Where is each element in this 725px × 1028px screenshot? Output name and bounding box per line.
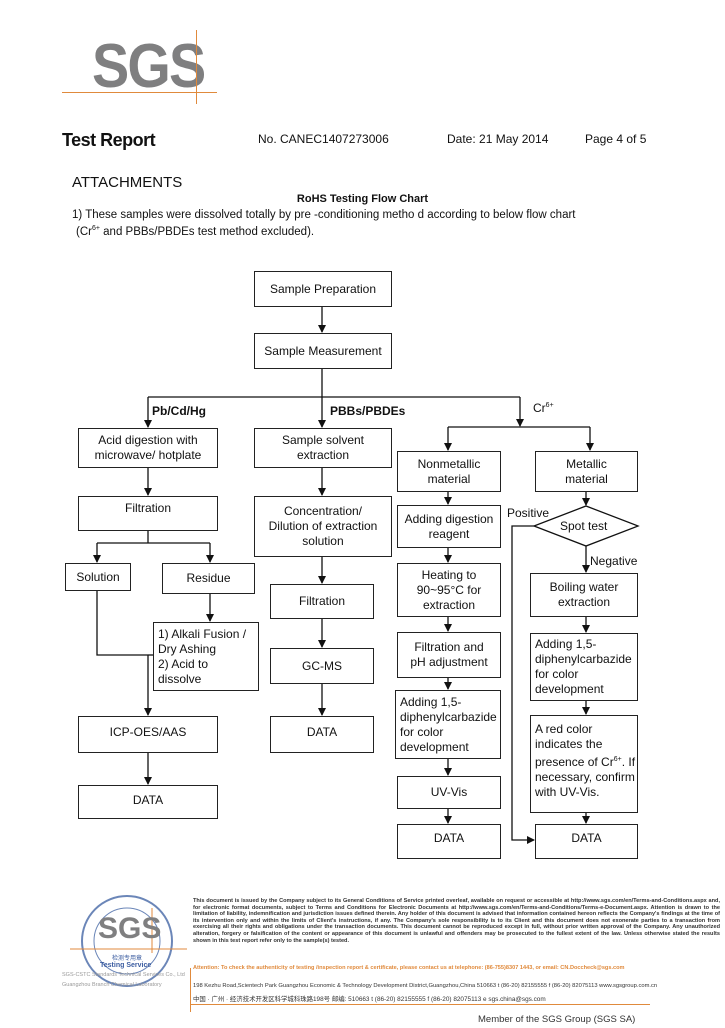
page-number: Page 4 of 5 bbox=[585, 132, 647, 146]
footer-rule bbox=[190, 1004, 650, 1005]
address-chinese: 中国 · 广州 · 经济技术开发区科学城科珠路198号 邮编: 510663 t… bbox=[193, 996, 546, 1003]
branch-label-pbb: PBBs/PBDEs bbox=[330, 404, 406, 418]
address-english: 198 Kezhu Road,Scientech Park Guangzhou … bbox=[193, 983, 658, 989]
sgs-logo: SGS bbox=[92, 32, 206, 101]
seal-logo: SGS bbox=[98, 912, 162, 945]
heating-step: Heating to 90~95°C for extraction bbox=[397, 563, 501, 617]
seal-lab: Guangzhou Branch Chemical Laboratory bbox=[62, 982, 162, 988]
filtration-ph-step: Filtration and pH adjustment bbox=[397, 632, 501, 678]
report-title: Test Report bbox=[62, 130, 156, 150]
branch-label-cr: Cr6+ bbox=[533, 401, 554, 415]
section-title: ATTACHMENTS bbox=[72, 174, 183, 191]
solution-step: Solution bbox=[65, 563, 131, 591]
gc-ms-step: GC-MS bbox=[270, 648, 374, 684]
testing-service-seal bbox=[70, 895, 187, 987]
concentration-step: Concentration/ Dilution of extraction so… bbox=[254, 496, 392, 557]
report-date: Date: 21 May 2014 bbox=[447, 132, 549, 146]
positive-label: Positive bbox=[507, 506, 550, 520]
sgs-group-member: Member of the SGS Group (SGS SA) bbox=[478, 1014, 636, 1025]
intro-text: and PBBs/PBDEs test method excluded). bbox=[99, 225, 315, 238]
chart-title: RoHS Testing Flow Chart bbox=[296, 193, 429, 205]
seal-cn-text: 检测专用章 bbox=[112, 956, 143, 962]
intro-text: (Cr bbox=[76, 225, 92, 238]
superscript: 6+ bbox=[545, 402, 554, 409]
boiling-water-extraction-step: Boiling water extraction bbox=[530, 573, 638, 617]
authenticity-notice: Attention: To check the authenticity of … bbox=[193, 965, 625, 971]
filtration-step: Filtration bbox=[78, 496, 218, 531]
filtration-pbb-step: Filtration bbox=[270, 584, 374, 619]
uv-vis-step: UV-Vis bbox=[397, 776, 501, 809]
seal-company: SGS-CSTC Standards Technical Services Co… bbox=[62, 972, 185, 978]
logo-rule bbox=[196, 30, 197, 104]
diphenylcarbazide-step: Adding 1,5- diphenylcarbazide for color … bbox=[395, 690, 501, 759]
logo-rule bbox=[62, 92, 217, 93]
icp-oes-aas-step: ICP-OES/AAS bbox=[78, 716, 218, 753]
note-text: A red color indicates the presence of Cr bbox=[535, 722, 614, 769]
residue-step: Residue bbox=[162, 563, 255, 594]
report-number: No. CANEC1407273006 bbox=[258, 132, 389, 146]
adding-digestion-reagent-step: Adding digestion reagent bbox=[397, 505, 501, 548]
intro-line-2: (Cr6+ and PBBs/PBDEs test method exclude… bbox=[76, 225, 314, 238]
alkali-fusion-step: 1) Alkali Fusion / Dry Ashing 2) Acid to… bbox=[153, 622, 259, 691]
note-text: . If necessary, confirm with UV-Vis. bbox=[535, 755, 636, 799]
legal-disclaimer: This document is issued by the Company s… bbox=[193, 898, 720, 944]
diphenylcarbazide-metal-step: Adding 1,5- diphenylcarbazide for color … bbox=[530, 633, 638, 701]
label-text: Cr bbox=[533, 401, 546, 415]
superscript: 6+ bbox=[91, 225, 100, 232]
nonmetallic-material: Nonmetallic material bbox=[397, 451, 501, 492]
data-metal: DATA bbox=[535, 824, 638, 859]
sample-preparation-step: Sample Preparation bbox=[254, 271, 392, 307]
data-nonmetal: DATA bbox=[397, 824, 501, 859]
spot-test-decision: Spot test bbox=[560, 519, 608, 533]
intro-line-1: 1) These samples were dissolved totally … bbox=[72, 209, 576, 221]
acid-digestion-step: Acid digestion with microwave/ hotplate bbox=[78, 428, 218, 468]
solvent-extraction-step: Sample solvent extraction bbox=[254, 428, 392, 468]
sample-measurement-step: Sample Measurement bbox=[254, 333, 392, 369]
superscript: 6+ bbox=[613, 756, 622, 763]
red-color-note: A red color indicates the presence of Cr… bbox=[530, 715, 638, 813]
footer-rule bbox=[190, 968, 191, 1012]
data-pbb: DATA bbox=[270, 716, 374, 753]
metallic-material: Metallic material bbox=[535, 451, 638, 492]
seal-service-text: Testing Service bbox=[100, 962, 152, 969]
branch-label-pb: Pb/Cd/Hg bbox=[152, 404, 206, 418]
data-pb: DATA bbox=[78, 785, 218, 819]
negative-label: Negative bbox=[590, 554, 638, 568]
